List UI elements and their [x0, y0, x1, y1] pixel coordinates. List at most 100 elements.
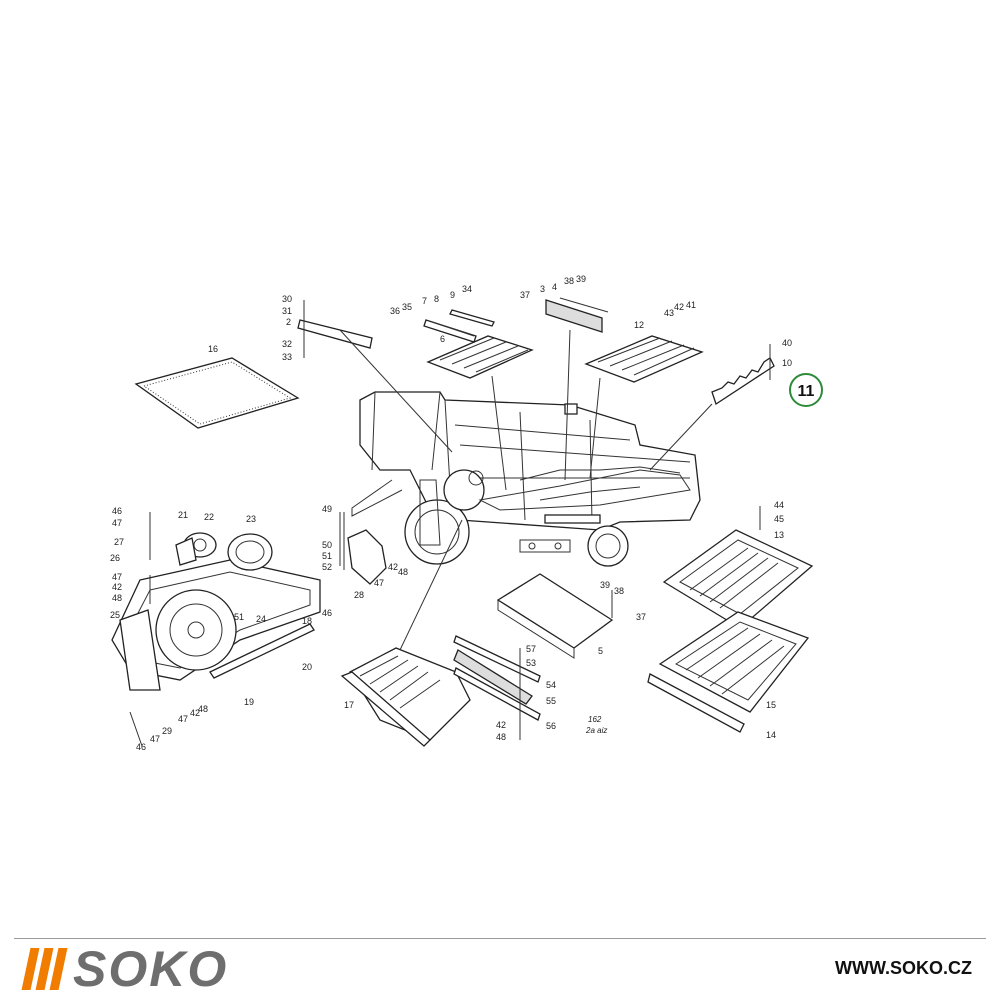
callout-42e: 42	[496, 720, 506, 730]
callout-12: 12	[634, 320, 644, 330]
callout-45: 45	[774, 514, 784, 524]
callout-48b: 48	[198, 704, 208, 714]
callout-31: 31	[282, 306, 292, 316]
callout-50: 50	[322, 540, 332, 550]
footer-divider	[14, 938, 986, 939]
website-url: WWW.SOKO.CZ	[835, 958, 972, 978]
part-28-guard	[339, 512, 387, 585]
part-3-sieve-strip	[545, 297, 609, 481]
belt-drive-assembly	[111, 532, 321, 691]
callout-32: 32	[282, 339, 292, 349]
callout-15: 15	[766, 700, 776, 710]
callout-48: 48	[112, 593, 122, 603]
handwritten-annotation: 162 2a aiz	[585, 715, 607, 735]
callout-53: 53	[526, 658, 536, 668]
callout-9: 9	[450, 290, 455, 300]
callout-42d: 42	[388, 562, 398, 572]
callout-21: 21	[178, 510, 188, 520]
callout-20: 20	[302, 662, 312, 672]
part-5-tray	[496, 573, 614, 659]
part-16-perforated-panel	[134, 357, 300, 429]
annotation-line-1: 162	[588, 715, 602, 724]
callout-23: 23	[246, 514, 256, 524]
callout-14: 14	[766, 730, 776, 740]
callout-39: 39	[576, 274, 586, 284]
brand-name: SOKO	[73, 941, 229, 997]
callout-41: 41	[686, 300, 696, 310]
callout-10: 10	[782, 358, 792, 368]
callout-47e: 47	[374, 578, 384, 588]
callout-54: 54	[546, 680, 556, 690]
callout-27: 27	[114, 537, 124, 547]
part-2-beam	[297, 300, 453, 453]
callout-25: 25	[110, 610, 120, 620]
callout-labels: 30 31 2 32 33 16 36 35 7 8 9 34 6 37 3 4…	[110, 274, 792, 752]
callout-33: 33	[282, 352, 292, 362]
part-15-sieve-frame	[658, 611, 810, 713]
callout-47: 47	[112, 518, 122, 528]
callout-52: 52	[322, 562, 332, 572]
callout-39b: 39	[600, 580, 610, 590]
callout-43: 43	[664, 308, 674, 318]
callout-42c: 42	[190, 708, 200, 718]
callout-17: 17	[344, 700, 354, 710]
callout-22: 22	[204, 512, 214, 522]
part-13-sieve-frame	[662, 529, 814, 629]
callout-56: 56	[546, 721, 556, 731]
callout-42b: 42	[112, 582, 122, 592]
callout-4: 4	[552, 282, 557, 292]
callout-47b: 47	[112, 572, 122, 582]
part-6-screen	[426, 335, 534, 491]
callout-3: 3	[540, 284, 545, 294]
page-number-badge: 11	[789, 373, 823, 407]
callout-47c: 47	[178, 714, 188, 724]
callout-29: 29	[162, 726, 172, 736]
callout-34: 34	[462, 284, 472, 294]
callout-42: 42	[674, 302, 684, 312]
callout-55: 55	[546, 696, 556, 706]
callout-24: 24	[256, 614, 266, 624]
callout-38: 38	[564, 276, 574, 286]
callout-28: 28	[354, 590, 364, 600]
callout-44: 44	[774, 500, 784, 510]
logo-stripes-icon	[21, 948, 68, 990]
part-7-8-strip	[423, 309, 495, 343]
annotation-line-2: 2a aiz	[585, 726, 607, 735]
callout-7: 7	[422, 296, 427, 306]
callout-30: 30	[282, 294, 292, 304]
page-number-text: 11	[798, 383, 815, 400]
callout-35: 35	[402, 302, 412, 312]
callout-5: 5	[598, 646, 603, 656]
callout-51b: 51	[322, 551, 332, 561]
combine-harvester-body	[351, 391, 701, 567]
callout-13: 13	[774, 530, 784, 540]
callout-48d: 48	[496, 732, 506, 742]
callout-37b: 37	[636, 612, 646, 622]
callout-36: 36	[390, 306, 400, 316]
callout-57: 57	[526, 644, 536, 654]
callout-19: 19	[244, 697, 254, 707]
part-12-grate	[584, 335, 704, 479]
callout-26: 26	[110, 553, 120, 563]
callout-49: 49	[322, 504, 332, 514]
callout-51: 51	[234, 612, 244, 622]
part-17-concave	[340, 519, 471, 747]
callout-40: 40	[782, 338, 792, 348]
part-14-bar	[647, 673, 745, 733]
callout-6: 6	[440, 334, 445, 344]
callout-8: 8	[434, 294, 439, 304]
callout-38b: 38	[614, 586, 624, 596]
callout-46b: 46	[136, 742, 146, 752]
leader-lines	[129, 344, 771, 747]
part-53-55-strips	[453, 635, 541, 721]
callout-47d: 47	[150, 734, 160, 744]
soko-logo: SOKO	[21, 941, 229, 997]
callout-16: 16	[208, 344, 218, 354]
callout-2: 2	[286, 317, 291, 327]
part-10-serrated-bar	[649, 357, 775, 471]
callout-18: 18	[302, 616, 312, 626]
callout-46c: 46	[322, 608, 332, 618]
callout-48c: 48	[398, 567, 408, 577]
callout-37: 37	[520, 290, 530, 300]
